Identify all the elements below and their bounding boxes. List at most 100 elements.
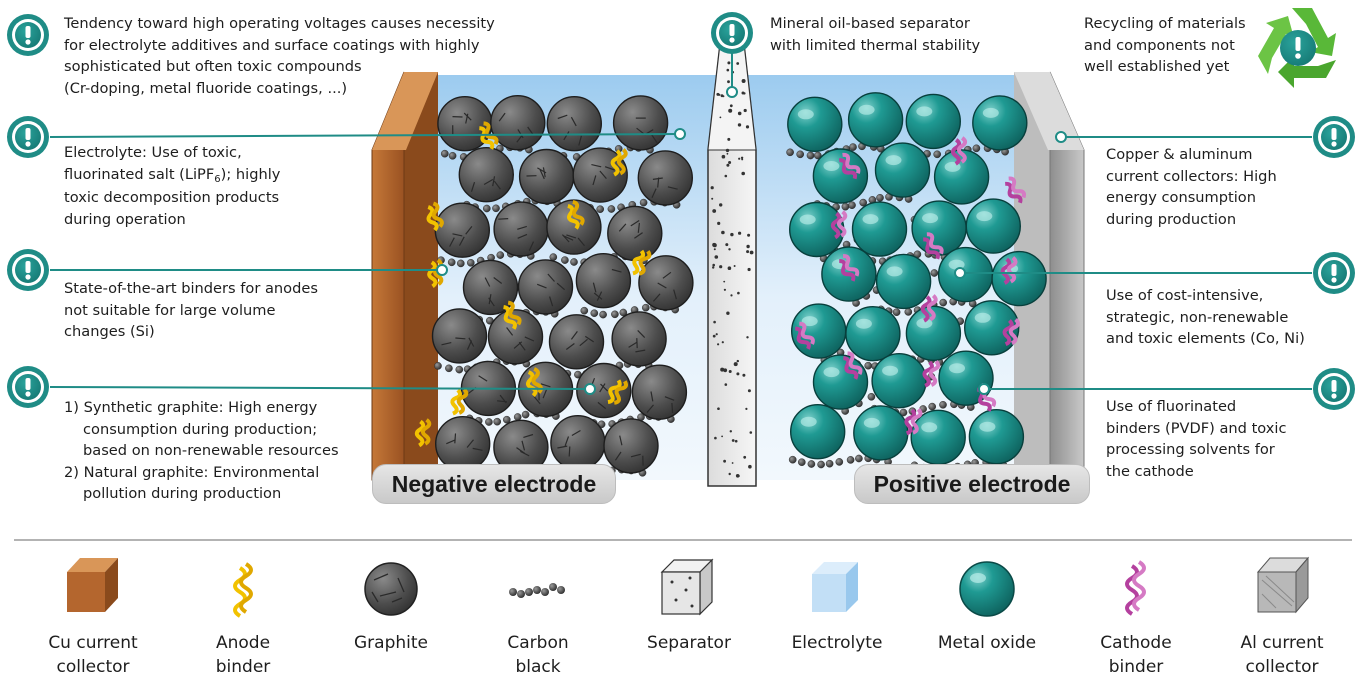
binder-particle	[830, 210, 848, 240]
carbon-black-particle	[807, 460, 816, 468]
legend-cu-collector-icon	[67, 558, 118, 612]
recycle-icon	[1258, 8, 1336, 88]
binder-particle	[922, 359, 941, 388]
metal-oxide-particle	[991, 250, 1047, 307]
carbon-black-particle	[835, 458, 844, 466]
graphite-particle	[548, 314, 605, 370]
graphite-particle	[612, 95, 669, 151]
graphite-particle	[638, 255, 694, 311]
metal-oxide-particle	[787, 96, 843, 153]
exclamation-circle-icon	[7, 249, 49, 291]
carbon-black-particle	[796, 150, 805, 159]
legend-graphite-label: Graphite	[354, 633, 428, 653]
graphite-particle	[546, 199, 602, 255]
positive-electrode-label: Positive electrode	[854, 464, 1090, 504]
graphite-particle	[435, 416, 491, 472]
legend-separator-icon	[660, 558, 714, 616]
graphite-particle	[575, 253, 632, 309]
binder-particle	[843, 351, 863, 380]
electrolyte-callout: Electrolyte: Use of toxic, fluorinated s…	[64, 144, 281, 228]
graphite-particle	[546, 95, 602, 152]
metal-oxide-particle	[905, 93, 961, 150]
carbon-black-particle	[859, 198, 868, 207]
binder-particle	[426, 201, 444, 232]
graphite-particle	[607, 205, 663, 262]
carbon-black-particle	[933, 150, 942, 159]
legend-electrolyte-icon	[812, 562, 858, 612]
carbon-black-particle	[492, 204, 500, 213]
carbon-black-particle	[607, 205, 616, 213]
exclamation-circle-icon	[711, 12, 753, 54]
carbon-black-particle	[867, 392, 876, 401]
binder-particle	[795, 321, 815, 350]
graphite-particle	[458, 146, 514, 203]
binder-particle	[1005, 176, 1027, 204]
legend-cathode-binder-icon	[1125, 560, 1146, 616]
graphite-particle	[517, 259, 574, 315]
carbon-black-particle	[849, 143, 857, 151]
carbon-black-particle	[817, 460, 825, 469]
legend-anode-binder-icon	[233, 562, 253, 618]
metal-oxide-particle	[905, 305, 962, 361]
carbon-black-particle	[972, 144, 981, 153]
carbon-black-particle	[841, 202, 850, 211]
elements-callout: Use of cost-intensive, strategic, non-re…	[1106, 287, 1305, 347]
graphite-particle	[631, 364, 688, 420]
anode-binders-callout: State-of-the-art binders for anodes not …	[64, 280, 318, 340]
graphite-particle	[462, 259, 519, 316]
carbon-black-particle	[642, 303, 650, 312]
metal-oxide-particle	[851, 201, 908, 257]
carbon-black-particle	[611, 310, 619, 319]
cu-current-collector	[371, 71, 438, 481]
carbon-black-particle	[904, 308, 913, 316]
metal-oxide-particle	[933, 149, 990, 205]
collectors-callout: Copper & aluminum current collectors: Hi…	[1106, 146, 1277, 228]
metal-oxide-particle	[790, 404, 846, 460]
binder-particle	[1000, 256, 1018, 285]
metal-oxide-particle	[853, 405, 909, 461]
binder-particle	[450, 387, 469, 416]
carbon-black-particle	[448, 151, 457, 160]
exclamation-circle-icon	[7, 14, 49, 56]
carbon-black-particle	[596, 205, 605, 213]
metal-oxide-particle	[910, 409, 966, 465]
metal-oxide-particle	[847, 92, 904, 148]
carbon-black-particle	[930, 269, 939, 277]
binder-particle	[839, 253, 860, 282]
graphite-particle	[603, 418, 659, 474]
exclamation-circle-icon	[1313, 368, 1355, 410]
binder-particle	[503, 300, 522, 330]
metal-oxide-particle	[845, 306, 901, 362]
binder-particle	[414, 418, 432, 448]
callout-lines	[49, 50, 1312, 395]
carbon-black-particle	[806, 151, 815, 160]
binder-particle	[567, 200, 585, 230]
carbon-black-particle	[434, 362, 442, 370]
metal-oxide-particle	[964, 300, 1020, 356]
metal-oxide-particle	[874, 142, 931, 198]
carbon-black-particle	[561, 256, 569, 264]
carbon-black-particle	[855, 454, 863, 463]
carbon-black-particle	[482, 204, 491, 213]
legend-separator-label: Separator	[647, 633, 731, 653]
positive-electrode-particles	[786, 92, 1047, 474]
carbon-black-particle	[513, 413, 522, 421]
binder-particle	[607, 379, 628, 405]
binder-particle	[427, 258, 444, 288]
carbon-black-particle	[549, 253, 558, 261]
carbon-black-particle	[521, 410, 530, 419]
exclamation-circle-icon	[7, 116, 49, 158]
graphite-particle	[493, 201, 549, 257]
metal-oxide-particle	[875, 253, 932, 310]
graphite-particle	[431, 308, 488, 364]
negative-electrode-label: Negative electrode	[372, 464, 616, 504]
carbon-black-particle	[493, 417, 502, 426]
binder-particle	[610, 148, 628, 177]
carbon-black-particle	[864, 361, 873, 370]
negative-electrode-particles	[414, 94, 694, 482]
legend-carbon-black-icon	[509, 583, 565, 598]
graphite-particle	[487, 309, 544, 365]
recycling-callout: Recycling of materials and components no…	[1084, 15, 1246, 75]
exclamation-circle-icon	[1313, 116, 1355, 158]
